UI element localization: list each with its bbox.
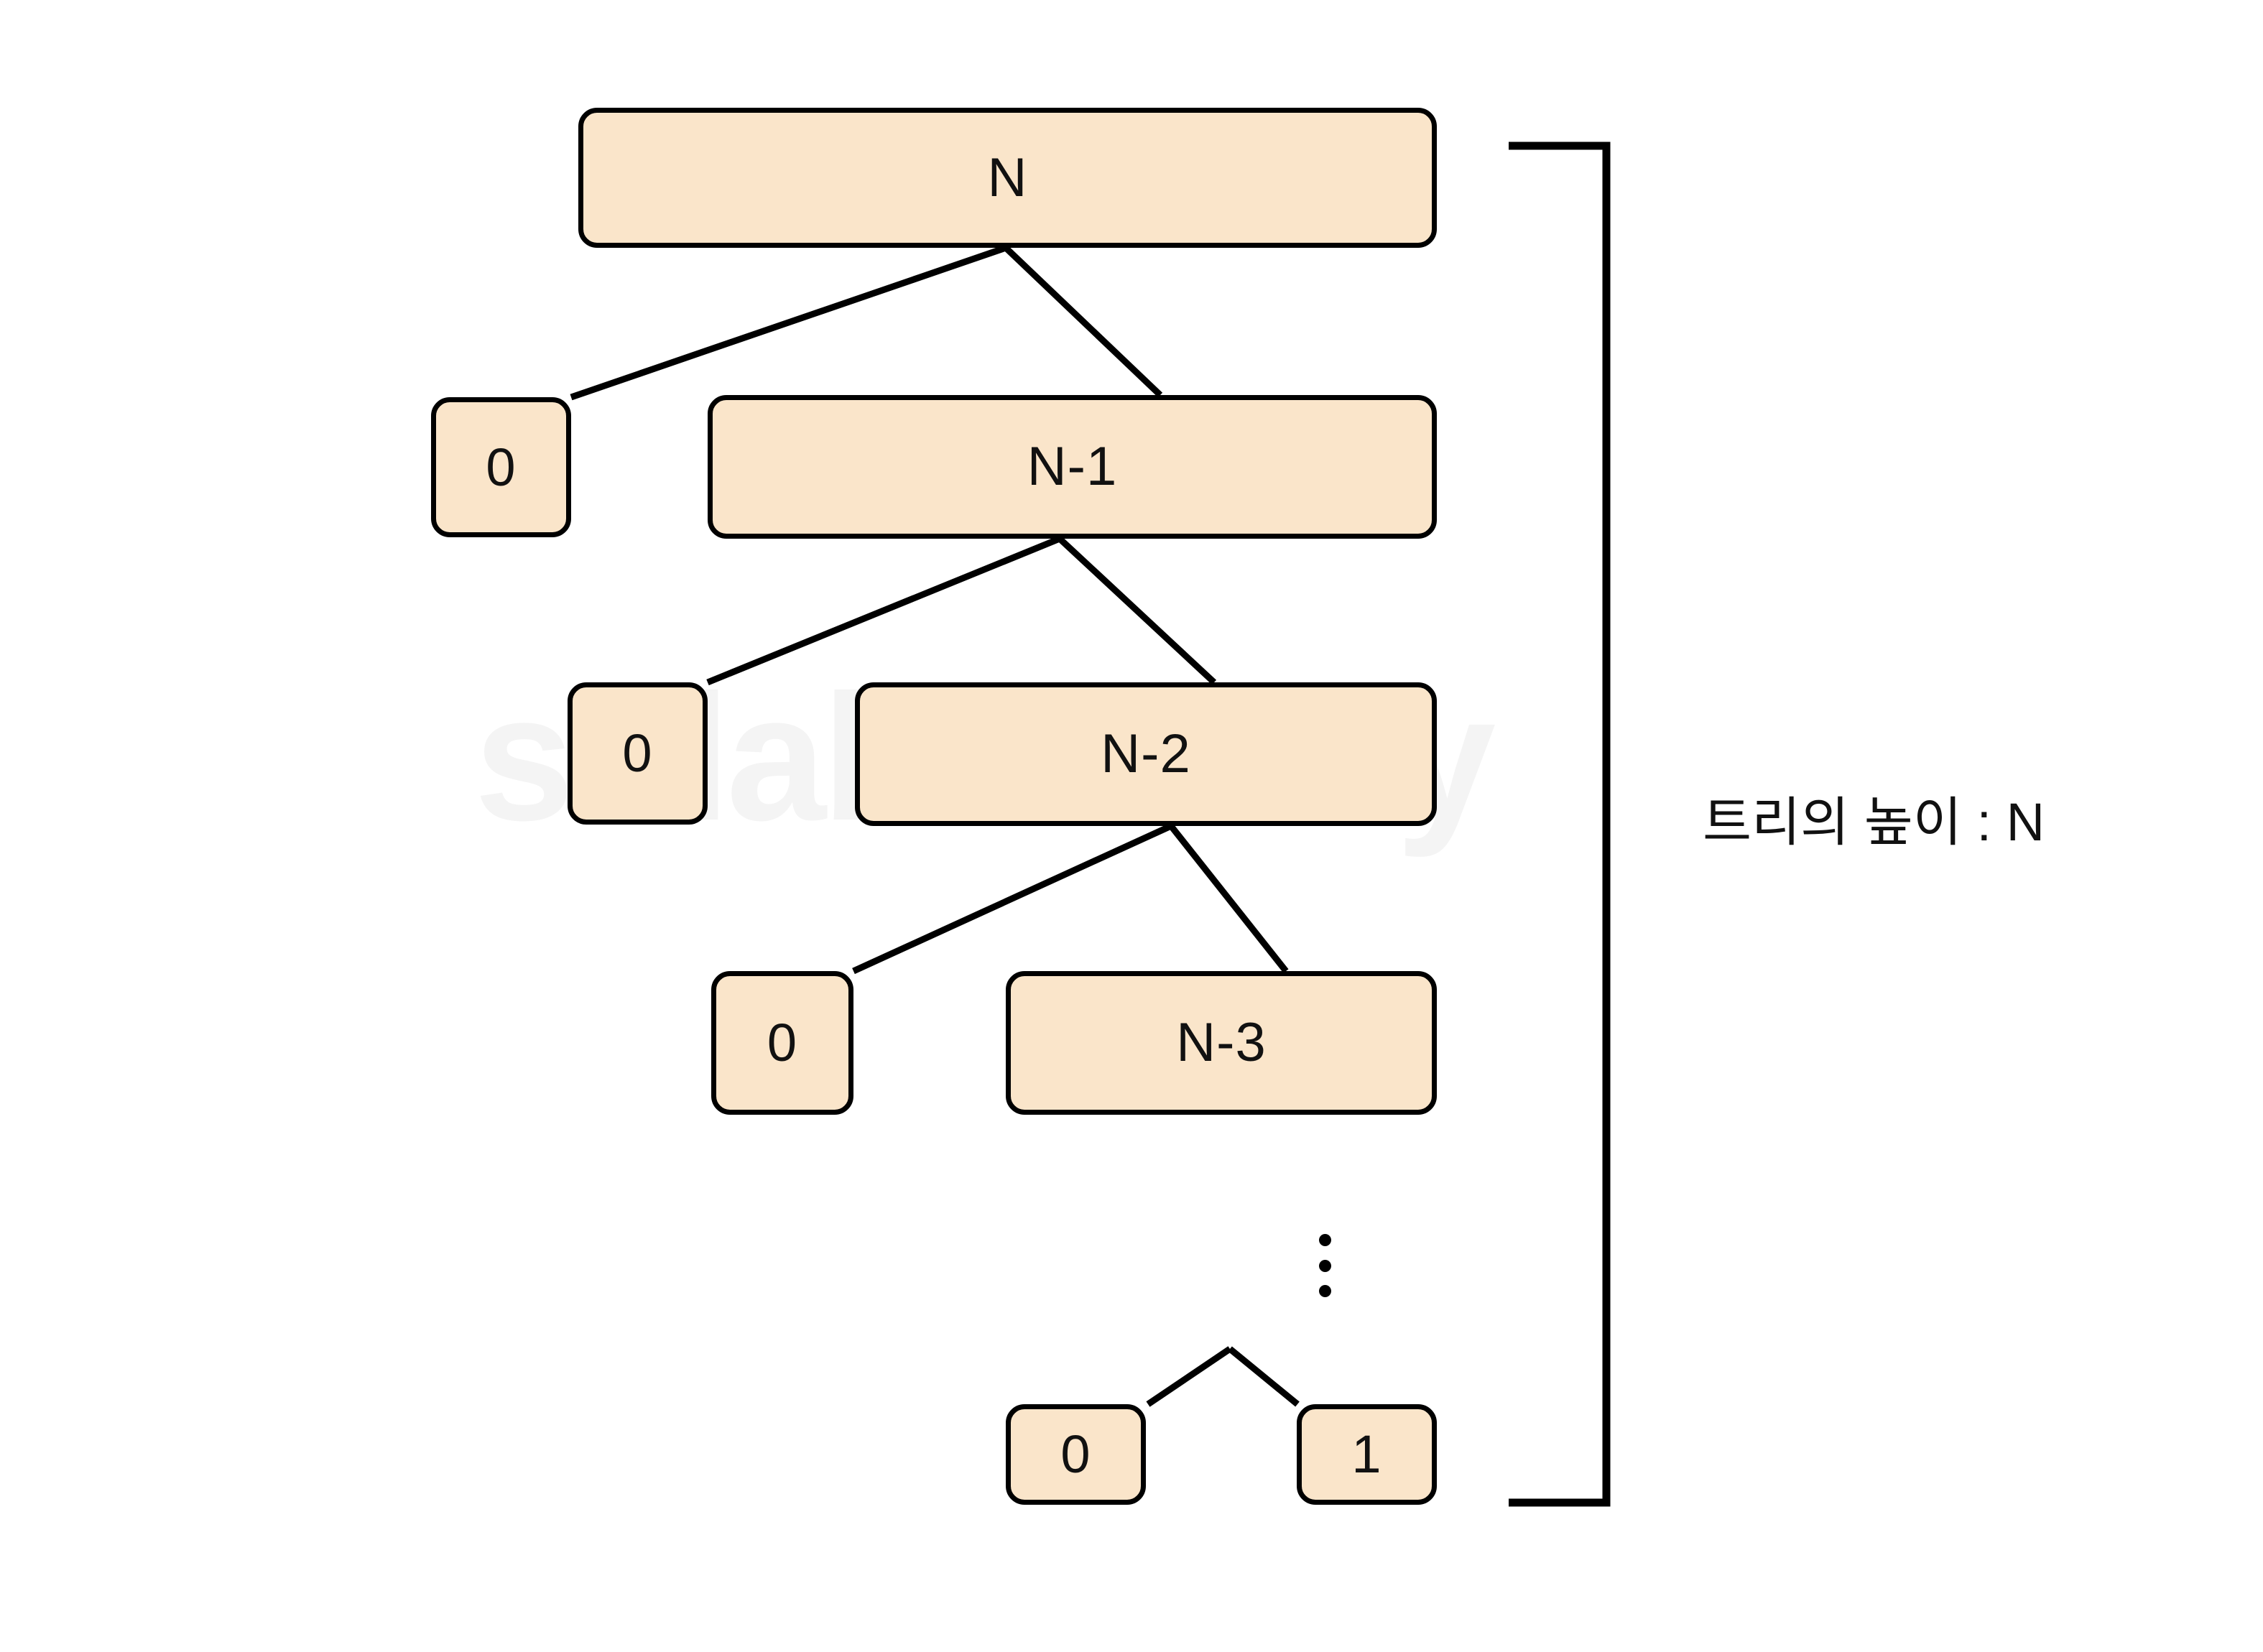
tree-node-label: 0 (767, 1013, 798, 1072)
tree-node-l3b: N-2 (855, 682, 1437, 826)
tree-node-label: 0 (486, 437, 517, 497)
tree-edge (1003, 245, 1163, 398)
ellipsis-dot (1319, 1234, 1331, 1246)
tree-edge (1057, 536, 1217, 685)
tree-node-label: 0 (622, 723, 653, 783)
tree-node-l6a: 0 (1006, 1404, 1146, 1505)
ellipsis-dot (1319, 1285, 1331, 1297)
tree-node-l6b: 1 (1297, 1404, 1437, 1505)
tree-node-l2b: N-1 (708, 395, 1437, 539)
tree-height-bracket (1509, 141, 1611, 1507)
tree-edge (1146, 1346, 1232, 1407)
tree-edge (1168, 824, 1289, 973)
tree-edge (852, 822, 1172, 975)
tree-node-label: N-3 (1176, 1012, 1267, 1073)
tree-edge (706, 535, 1061, 686)
tree-node-label: N-2 (1101, 723, 1191, 784)
tree-node-label: 1 (1351, 1424, 1382, 1484)
ellipsis-dot (1319, 1259, 1331, 1272)
tree-edge (1228, 1346, 1300, 1407)
tree-node-label: N-1 (1027, 436, 1118, 497)
tree-edges (570, 244, 1300, 1407)
tree-height-label: 트리의 높이 : N (1703, 792, 2045, 852)
vertical-ellipsis-icon (1319, 1234, 1331, 1297)
tree-node-l2a: 0 (431, 397, 571, 537)
tree-node-label: N (987, 147, 1028, 208)
tree-node-l4a: 0 (711, 971, 853, 1115)
tree-node-label: 0 (1060, 1424, 1091, 1484)
bracket-path (1509, 141, 1611, 1507)
tree-edge (570, 244, 1007, 401)
tree-node-l3a: 0 (568, 682, 708, 825)
tree-node-root: N (578, 108, 1437, 248)
tree-node-l4b: N-3 (1006, 971, 1437, 1115)
